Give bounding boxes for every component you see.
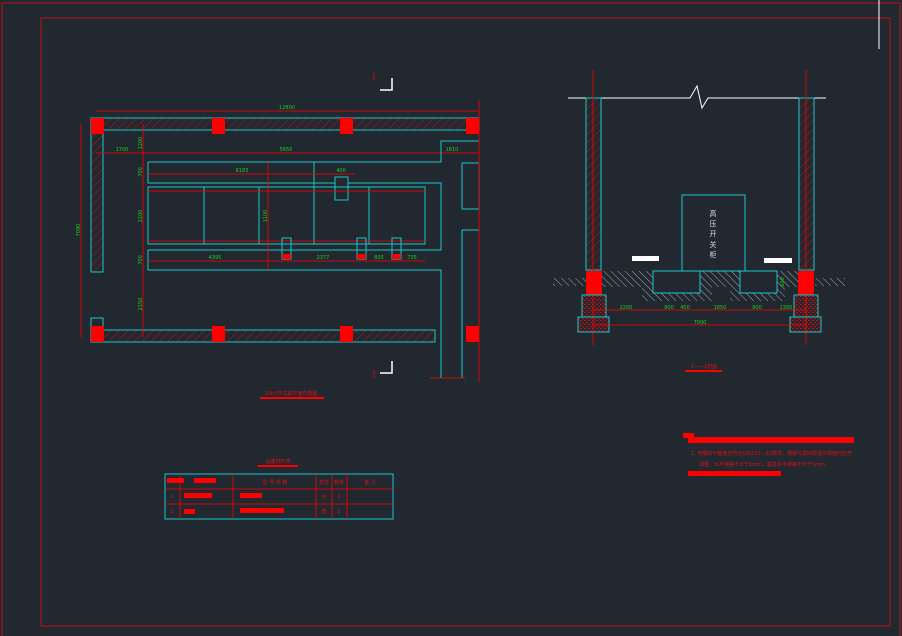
dim-row1: 700 bbox=[138, 167, 144, 177]
columns bbox=[91, 118, 479, 342]
cabinet-label-char: 关 bbox=[710, 240, 717, 249]
row-unit: 樘 bbox=[321, 508, 326, 515]
table-row: 1 台 1 bbox=[170, 493, 341, 500]
dim-row2: 2200 bbox=[138, 210, 144, 223]
dim-row3: 700 bbox=[138, 255, 144, 265]
dim-v1: 600 bbox=[780, 277, 786, 287]
section-view: 高 压 开 关 柜 2200 800 450 1850 800 1300 700… bbox=[553, 70, 845, 372]
dim-d3: 450 bbox=[680, 305, 690, 311]
row-qty: 2 bbox=[337, 509, 340, 515]
row-unit: 台 bbox=[321, 493, 326, 500]
dim-b1: 4395 bbox=[209, 255, 222, 261]
dim-left-offset: 1700 bbox=[116, 147, 129, 153]
high-voltage-cabinet bbox=[681, 194, 746, 272]
dim-total-width: 12800 bbox=[279, 105, 295, 111]
dim-d1: 2200 bbox=[620, 305, 633, 311]
table-title: 设备材料表 bbox=[265, 458, 290, 465]
dim-b4: 735 bbox=[407, 255, 417, 261]
header-spec: 型 号 规 格 bbox=[263, 479, 288, 486]
dim-d4: 1850 bbox=[714, 305, 727, 311]
dim-b2: 2377 bbox=[317, 255, 330, 261]
dim-right: 1810 bbox=[446, 147, 459, 153]
row-no: 1 bbox=[170, 494, 173, 500]
dim-total-height: 7090 bbox=[76, 224, 82, 237]
left-wall bbox=[90, 129, 104, 273]
inner-frame bbox=[40, 17, 891, 627]
cabinet-label-char: 高 bbox=[710, 209, 717, 218]
cabinet-label-char: 柜 bbox=[710, 250, 717, 259]
row-no: 2 bbox=[170, 509, 173, 515]
dim-d6: 1300 bbox=[780, 305, 793, 311]
note-line-1: 1. 地槽的平整度应符合GBJ232—82要求，槽钢与基础预埋件焊接时应符 bbox=[691, 450, 852, 457]
dim-bottom-gap: 2150 bbox=[138, 298, 144, 311]
note-line-2: 调整，水平误差不大于1mm，垂直水平误差不大于1mm。 bbox=[699, 461, 830, 468]
header-qty: 数量 bbox=[334, 479, 344, 486]
cabinet-label-char: 压 bbox=[710, 220, 717, 228]
table-row: 2 樘 2 bbox=[170, 508, 341, 515]
dim-total: 7000 bbox=[694, 320, 707, 326]
top-wall bbox=[90, 117, 480, 131]
header-unit: 单位 bbox=[319, 479, 329, 486]
section-title: 1——1剖面 bbox=[691, 363, 717, 370]
cabinet-label-char: 开 bbox=[710, 230, 717, 238]
dim-d5: 800 bbox=[752, 305, 762, 311]
row-qty: 1 bbox=[337, 494, 340, 500]
dim-middle: 5650 bbox=[280, 147, 293, 153]
floor-plan: 12800 7090 1700 5650 1810 1200 700 2200 … bbox=[76, 73, 480, 399]
header-note: 备 注 bbox=[364, 479, 376, 486]
dim-d2: 800 bbox=[664, 305, 674, 311]
dim-mid-vert: 1100 bbox=[263, 210, 269, 223]
dim-trench-len: 6183 bbox=[236, 168, 249, 174]
dim-b3: 835 bbox=[374, 255, 384, 261]
plan-title: 10kV开关站平面布置图 bbox=[265, 390, 318, 397]
dim-top-gap: 1200 bbox=[138, 137, 144, 150]
notes: 1. 地槽的平整度应符合GBJ232—82要求，槽钢与基础预埋件焊接时应符 调整… bbox=[683, 433, 854, 476]
dim-trench-w: 400 bbox=[336, 168, 346, 174]
equipment-table: 设备材料表 型 号 规 格 单位 数量 备 注 1 台 1 2 樘 2 bbox=[164, 458, 394, 520]
